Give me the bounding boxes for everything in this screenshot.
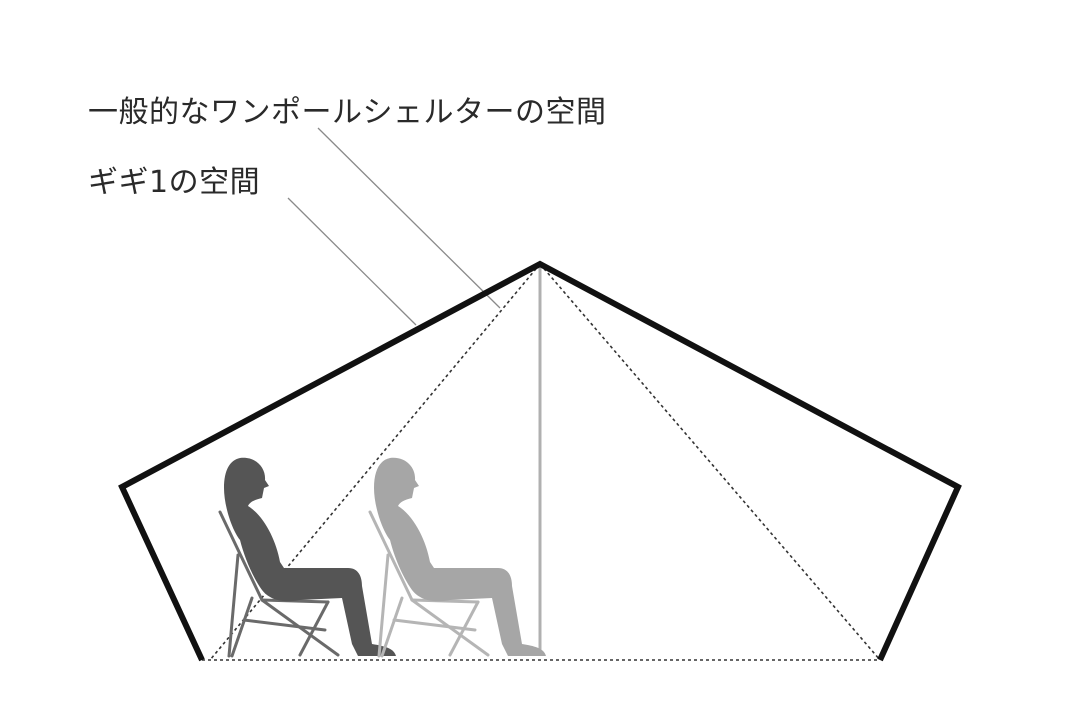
one-pole-dashed-left [209,263,541,661]
chair-light [368,510,490,658]
seated-person-dark [218,457,396,658]
gigi1-tent-outline [118,260,962,662]
one-pole-dashed-right [539,263,881,661]
gigi1-space-label: ギギ1の空間 [88,165,261,200]
one-pole-shelter-space-label: 一般的なワンポールシェルターの空間 [88,95,607,130]
seated-person-light [368,457,546,658]
person-light-body [374,457,546,656]
gigi1-leader-line [287,197,417,326]
one-pole-leader-line [317,127,501,309]
chair-dark [218,510,340,658]
person-dark-body [224,457,396,656]
